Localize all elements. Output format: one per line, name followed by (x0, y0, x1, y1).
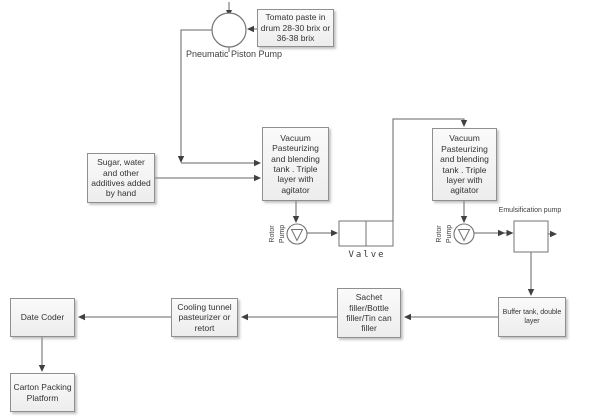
rotor-pump-1-icon (286, 223, 308, 245)
arrowhead (404, 313, 411, 321)
rotor-pump-2-label-line1: Rotor (435, 225, 443, 243)
node-buffer-tank: Buffer tank, double layer (498, 297, 566, 337)
arrowhead (527, 289, 535, 296)
arrowhead (241, 313, 248, 321)
rotor-pump-2-icon (453, 223, 475, 245)
node-tomato-paste: Tomato paste in drum 28-30 brix or 36-38… (257, 9, 334, 47)
rotor-pump-1-label-line2: Pump (279, 224, 286, 244)
node-cooling-tunnel: Cooling tunnel pasteurizer or retort (171, 298, 238, 337)
emulsification-pump-label: Emulsification pump (498, 207, 562, 214)
rotor-pump-2-label-line2: Pump (446, 224, 453, 244)
arrowhead (78, 313, 85, 321)
node-sachet-filler: Sachet filler/Bottle filler/Tin can fill… (337, 288, 401, 338)
arrowhead (177, 156, 185, 163)
rotor-pump-2-label: Rotor Pump (434, 214, 456, 254)
rotor-pump-1-label-line1: Rotor (268, 225, 276, 243)
pneumatic-piston-pump-label: Pneumatic Piston Pump (185, 49, 283, 59)
valve-icon (338, 220, 394, 247)
arrowhead (498, 229, 505, 237)
node-vacuum-tank-2: Vacuum Pasteurizing and blending tank . … (432, 128, 497, 201)
arrowhead (460, 216, 468, 223)
pipe-pump-to-junction (180, 29, 212, 156)
node-sugar-additives: Sugar, water and other additives added b… (87, 153, 155, 203)
node-vacuum-tank-1: Vacuum Pasteurizing and blending tank . … (262, 127, 329, 201)
arrowhead (247, 25, 254, 33)
arrowhead (38, 365, 46, 372)
arrowhead (460, 120, 468, 127)
node-carton-packing: Carton Packing Platform (10, 373, 75, 412)
arrowhead (331, 229, 338, 237)
emulsification-pump-icon (513, 220, 549, 253)
arrowhead (550, 230, 557, 238)
arrowhead (506, 229, 514, 237)
rotor-pump-1-label: Rotor Pump (267, 214, 289, 254)
arrowhead (254, 159, 261, 167)
node-date-coder: Date Coder (10, 298, 75, 337)
pneumatic-piston-pump-icon (211, 12, 247, 48)
arrowhead (292, 216, 300, 223)
arrowhead (254, 174, 261, 182)
valve-label: Valve (348, 250, 386, 260)
